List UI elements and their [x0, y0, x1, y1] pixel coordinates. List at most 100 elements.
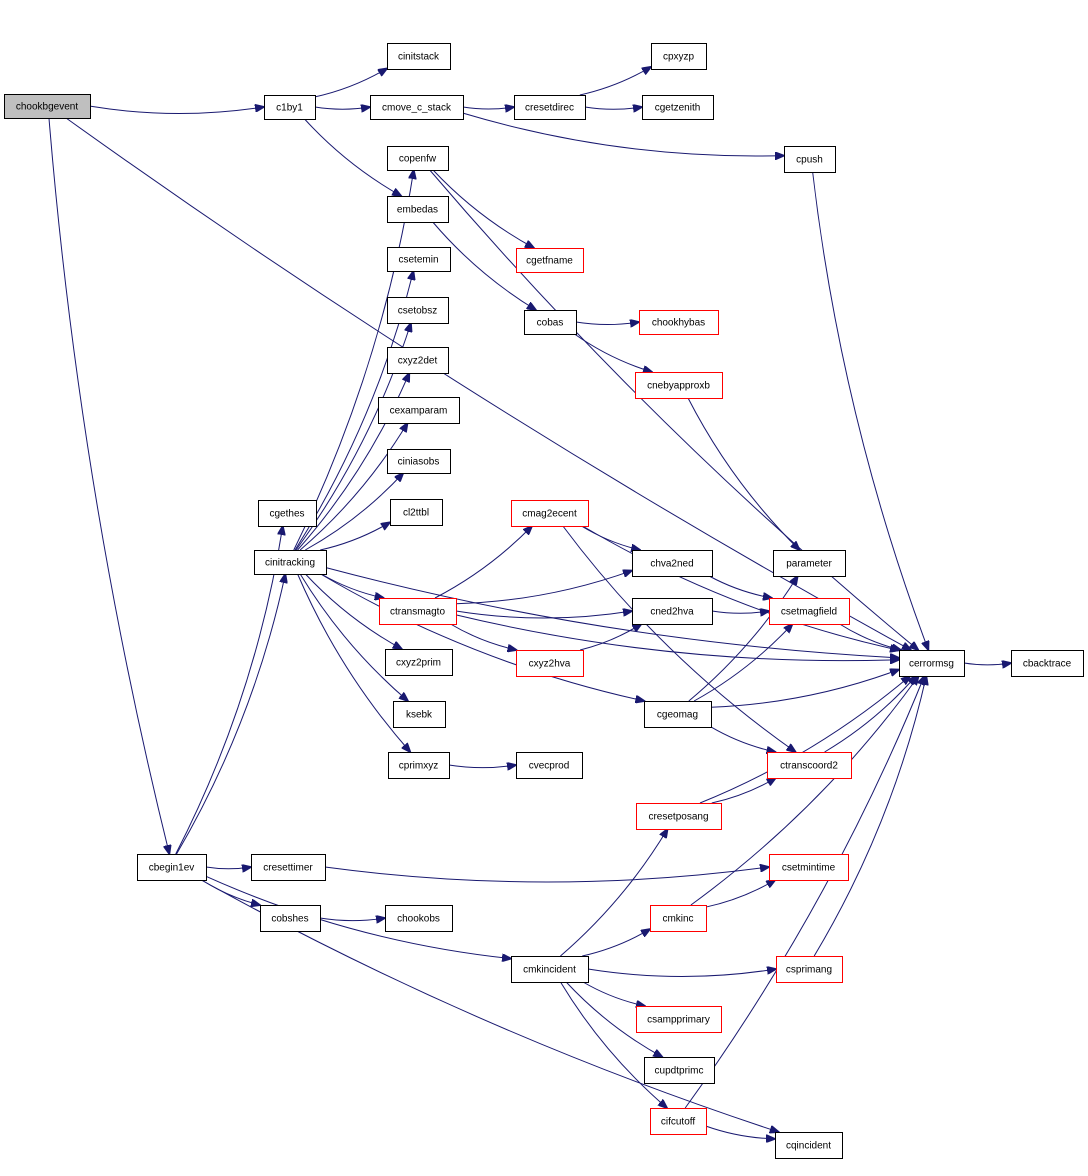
node-box	[258, 500, 317, 527]
node-box	[387, 196, 449, 223]
node-embedas[interactable]: embedas	[387, 196, 449, 223]
edge-cmkincident-to-cupdtprimc	[565, 981, 662, 1057]
node-cbacktrace[interactable]: cbacktrace	[1011, 650, 1084, 677]
node-cinitracking[interactable]: cinitracking	[254, 550, 327, 575]
node-box	[644, 701, 712, 728]
node-ctransmagto[interactable]: ctransmagto	[379, 598, 457, 625]
edge-cbegin1ev-to-cmkincident	[205, 875, 511, 958]
node-label: cobas	[537, 318, 564, 329]
node-parameter[interactable]: parameter	[773, 550, 846, 577]
node-ksebk[interactable]: ksebk	[393, 701, 446, 728]
node-cifcutoff[interactable]: cifcutoff	[650, 1108, 707, 1135]
node-cprimxyz[interactable]: cprimxyz	[388, 752, 450, 779]
node-box	[650, 1108, 707, 1135]
node-box	[378, 397, 460, 424]
edge-cmkincident-to-cresetposang	[560, 829, 667, 957]
edge-csprimang-to-cerrormsg	[813, 676, 926, 957]
node-cl2ttbl[interactable]: cl2ttbl	[390, 499, 443, 526]
edge-cinitracking-to-cexamparam	[299, 423, 407, 551]
node-box	[387, 247, 451, 272]
node-cgetzenith[interactable]: cgetzenith	[642, 95, 714, 120]
node-cexamparam[interactable]: cexamparam	[378, 397, 460, 424]
node-cobas[interactable]: cobas	[524, 310, 577, 335]
node-label: copenfw	[399, 154, 437, 165]
node-cinitstack[interactable]: cinitstack	[387, 43, 451, 70]
node-label: cresetposang	[648, 812, 708, 823]
node-cmkinc[interactable]: cmkinc	[650, 905, 707, 932]
node-cresettimer[interactable]: cresettimer	[251, 854, 326, 881]
node-cbegin1ev[interactable]: cbegin1ev	[137, 854, 207, 881]
edge-cresetdirec-to-cpxyzp	[579, 67, 651, 96]
node-chookobs[interactable]: chookobs	[385, 905, 453, 932]
node-box	[137, 854, 207, 881]
edge-ctransmagto-to-cmag2ecent	[434, 526, 532, 599]
node-cerrormsg[interactable]: cerrormsg	[899, 650, 965, 677]
edge-cresetposang-to-cerrormsg	[699, 676, 910, 804]
node-cmkincident[interactable]: cmkincident	[511, 956, 589, 983]
node-chva2ned[interactable]: chva2ned	[632, 550, 713, 577]
node-box	[1011, 650, 1084, 677]
node-csetmintime[interactable]: csetmintime	[769, 854, 849, 881]
node-box	[264, 95, 316, 120]
edge-cmag2ecent-to-ctranscoord2	[562, 525, 796, 752]
node-cgethes[interactable]: cgethes	[258, 500, 317, 527]
node-copenfw[interactable]: copenfw	[387, 146, 449, 171]
node-cpush[interactable]: cpush	[784, 146, 836, 173]
edge-c1by1-to-embedas	[304, 118, 402, 196]
node-label: ctransmagto	[390, 607, 445, 618]
node-label: cbacktrace	[1023, 659, 1072, 670]
node-box	[379, 598, 457, 625]
node-cvecprod[interactable]: cvecprod	[516, 752, 583, 779]
node-label: cgetzenith	[655, 103, 701, 114]
edge-chookbgevent-to-cbegin1ev	[48, 117, 169, 854]
node-cgetfname[interactable]: cgetfname	[516, 248, 584, 273]
node-chookhybas[interactable]: chookhybas	[639, 310, 719, 335]
node-label: ctranscoord2	[780, 761, 838, 772]
node-cned2hva[interactable]: cned2hva	[632, 598, 713, 625]
node-box	[776, 956, 843, 983]
edge-cinitracking-to-ksebk	[299, 573, 408, 701]
edge-ctransmagto-to-cned2hva	[455, 611, 632, 619]
node-cmove_c_stack[interactable]: cmove_c_stack	[370, 95, 464, 120]
node-csampprimary[interactable]: csampprimary	[636, 1006, 722, 1033]
node-label: cpush	[796, 155, 823, 166]
node-c1by1[interactable]: c1by1	[264, 95, 316, 120]
node-cgeomag[interactable]: cgeomag	[644, 701, 712, 728]
node-cmag2ecent[interactable]: cmag2ecent	[511, 500, 589, 527]
node-ctranscoord2[interactable]: ctranscoord2	[767, 752, 852, 779]
node-cxyz2det[interactable]: cxyz2det	[387, 347, 449, 374]
node-box	[390, 499, 443, 526]
node-cobshes[interactable]: cobshes	[260, 905, 321, 932]
edge-cresetdirec-to-cgetzenith	[584, 107, 642, 109]
node-label: cupdtprimc	[655, 1066, 704, 1077]
node-cupdtprimc[interactable]: cupdtprimc	[644, 1057, 715, 1084]
node-cresetdirec[interactable]: cresetdirec	[514, 95, 586, 120]
node-label: csprimang	[786, 965, 832, 976]
node-box	[636, 803, 722, 830]
node-csetemin[interactable]: csetemin	[387, 247, 451, 272]
node-chookbgevent[interactable]: chookbgevent	[4, 94, 91, 119]
node-label: cmag2ecent	[522, 509, 577, 520]
node-box	[644, 1057, 715, 1084]
node-cxyz2hva[interactable]: cxyz2hva	[516, 650, 584, 677]
node-cnebyapproxb[interactable]: cnebyapproxb	[635, 372, 723, 399]
edge-cpush-to-cerrormsg	[812, 171, 929, 650]
node-ciniasobs[interactable]: ciniasobs	[387, 449, 451, 474]
node-cresetposang[interactable]: cresetposang	[636, 803, 722, 830]
node-box	[511, 500, 589, 527]
edge-cmkincident-to-csprimang	[587, 969, 776, 978]
node-cqincident[interactable]: cqincident	[775, 1132, 843, 1159]
edge-cgeomag-to-csetmagfield	[693, 624, 792, 702]
node-cxyz2prim[interactable]: cxyz2prim	[385, 649, 453, 676]
node-csetobsz[interactable]: csetobsz	[387, 297, 449, 324]
node-csetmagfield[interactable]: csetmagfield	[769, 598, 850, 625]
edge-cinitracking-to-ctransmagto	[320, 573, 383, 598]
node-cpxyzp[interactable]: cpxyzp	[651, 43, 707, 70]
node-label: chookhybas	[652, 318, 705, 329]
node-box	[632, 550, 713, 577]
edge-cinitracking-to-cprimxyz	[297, 573, 411, 752]
node-label: cgethes	[269, 509, 304, 520]
node-box	[511, 956, 589, 983]
edge-cgeomag-to-cerrormsg	[710, 670, 899, 708]
node-csprimang[interactable]: csprimang	[776, 956, 843, 983]
